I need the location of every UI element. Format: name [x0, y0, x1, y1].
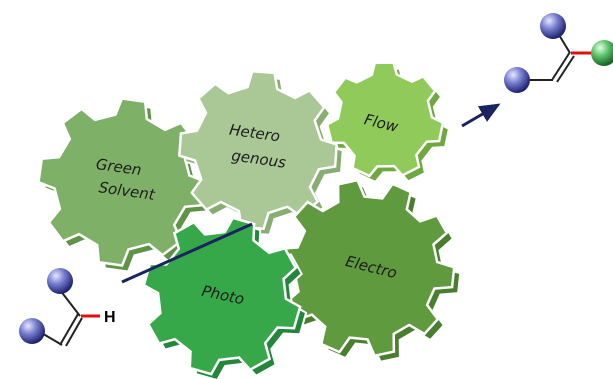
prod-bond-2a [551, 51, 571, 81]
gear-photo-face [142, 216, 302, 376]
prod-bond-2b [556, 55, 575, 83]
prod-sphere-green [591, 40, 613, 66]
reaction-arrow-head [461, 103, 501, 128]
gear-heterogenous: Hetero genous [177, 69, 344, 236]
sm-hydrogen-label: H [104, 309, 116, 326]
gear-green-solvent-face [37, 97, 207, 267]
gear-photo: Photo [142, 216, 308, 379]
reaction-arrow-tail [121, 222, 253, 284]
sm-sphere-top [47, 268, 73, 294]
sm-sphere-bottom [19, 318, 45, 344]
sm-bond-2b [65, 317, 83, 347]
sm-bond-2a [59, 313, 79, 346]
prod-sphere-top [540, 13, 566, 39]
gear-flow: Flow [325, 61, 451, 184]
gear-flow-face [325, 61, 445, 178]
product [504, 13, 613, 93]
gear-electro: Electro [276, 178, 462, 363]
sm-bond-3 [59, 289, 81, 317]
prod-sphere-left [504, 67, 530, 93]
gear-green-solvent: Green Solvent [37, 97, 213, 273]
starting-material: H [19, 268, 116, 347]
